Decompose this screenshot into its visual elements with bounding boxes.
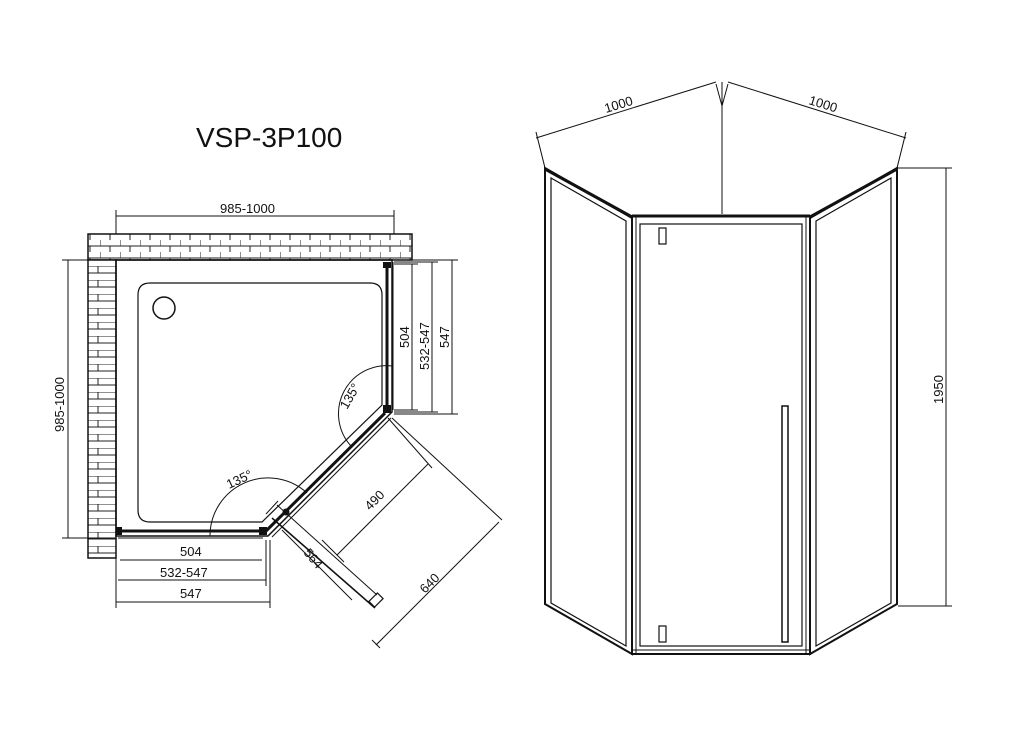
dim-door-564: 564 (301, 545, 326, 571)
door-handle (781, 405, 789, 643)
dim-right-504: 504 (397, 326, 412, 348)
door-frame (631, 215, 811, 655)
dim-elevation-height: 1950 (931, 375, 946, 404)
wall-left (87, 259, 117, 559)
dim-door-490: 490 (362, 487, 388, 513)
hinge-bottom (658, 625, 667, 643)
hinge-top (658, 227, 667, 245)
angle-label-right: 135° (337, 381, 363, 412)
left-fixed-panel (544, 166, 633, 656)
wall-top (87, 233, 413, 261)
dim-width-range: 985-1000 (220, 201, 275, 216)
dim-bottom-504: 504 (180, 544, 202, 559)
dim-depth-range: 985-1000 (52, 377, 67, 432)
model-title: VSP-3P100 (196, 122, 342, 153)
dim-bottom-547: 547 (180, 586, 202, 601)
dim-bottom-532-547: 532-547 (160, 565, 208, 580)
tray-basin (137, 282, 383, 523)
elevation-view: 1000 1000 1950 (535, 81, 952, 656)
angle-label-left: 135° (224, 467, 255, 492)
right-fixed-panel (809, 166, 898, 656)
plan-view: 135° 135° 985-1000 985-1000 504 532-547 … (52, 201, 503, 649)
dim-right-547: 547 (437, 326, 452, 348)
dim-door-640: 640 (417, 570, 443, 596)
tray-outline (115, 259, 393, 537)
dim-right-532-547: 532-547 (417, 322, 432, 370)
drain-icon (152, 296, 176, 320)
